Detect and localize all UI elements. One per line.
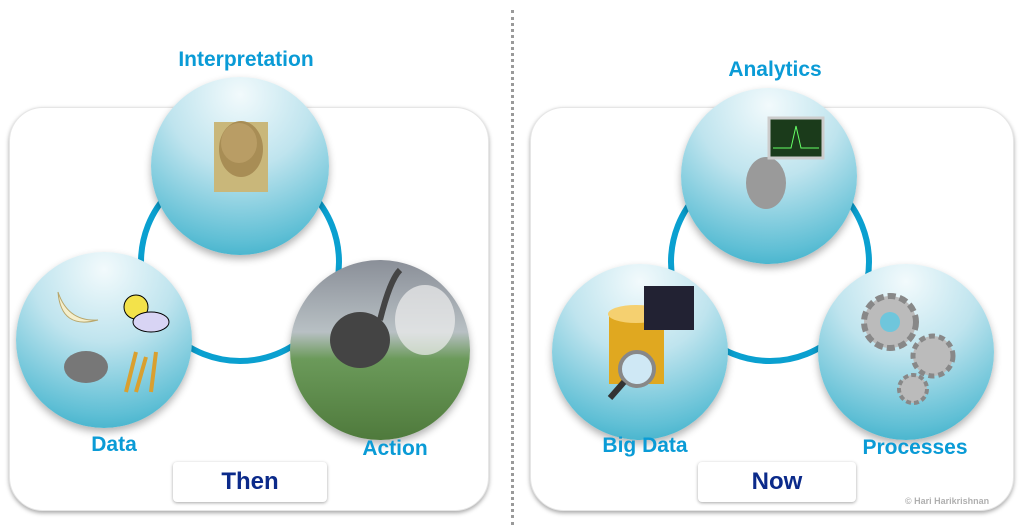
data-node xyxy=(16,252,192,428)
big-data-node xyxy=(552,264,728,440)
interpretation-label: Interpretation xyxy=(178,48,314,71)
processes-node xyxy=(818,264,994,440)
mammoth-hunt-image xyxy=(330,267,455,368)
analytics-label: Analytics xyxy=(728,58,822,81)
interpretation-node xyxy=(151,77,329,255)
big-data-label: Big Data xyxy=(602,434,688,457)
gears-icon xyxy=(861,293,956,405)
dotted-divider xyxy=(511,10,514,525)
processes-label: Processes xyxy=(862,436,968,459)
data-label: Data xyxy=(91,433,137,456)
analytics-node xyxy=(681,88,857,264)
copyright-text: © Hari Harikrishnan xyxy=(905,496,990,506)
action-label: Action xyxy=(362,437,428,460)
analytics-head-monitor-icon xyxy=(746,116,825,209)
then-tag: Then xyxy=(173,462,327,502)
action-node xyxy=(290,260,470,440)
now-tag: Now xyxy=(698,462,856,502)
database-search-icon xyxy=(607,286,694,400)
human-head-icon xyxy=(214,121,268,192)
nature-data-icons xyxy=(57,291,170,393)
